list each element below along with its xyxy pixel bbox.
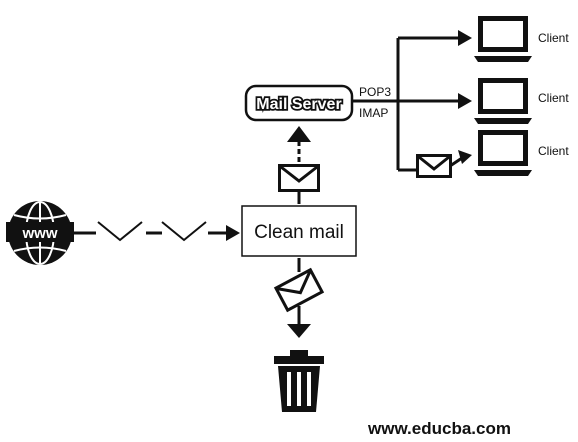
incoming-mail-line <box>74 221 228 242</box>
client-label-1: Client <box>538 31 569 45</box>
laptop-icon <box>474 16 532 62</box>
protocol-imap: IMAP <box>359 106 388 120</box>
envelope-icon <box>273 267 325 313</box>
clean-mail-label: Clean mail <box>254 222 344 243</box>
client-label-2: Client <box>538 91 569 105</box>
arrow-down-to-trash <box>287 324 311 338</box>
clean-mail-box <box>241 205 357 257</box>
laptop-icon <box>474 78 532 124</box>
laptop-icon <box>474 130 532 176</box>
arrow-to-client-2 <box>458 93 472 109</box>
arrow-up-to-server <box>287 126 311 142</box>
arrow-into-clean-mail <box>226 225 240 241</box>
mail-server-label: Mail Server <box>256 96 341 113</box>
client-branch-lines <box>352 36 463 172</box>
trash-icon <box>274 350 324 412</box>
arrow-to-client-1 <box>458 30 472 46</box>
www-label: www <box>21 225 57 242</box>
globe-icon: www <box>6 201 74 265</box>
envelope-icon <box>416 154 452 178</box>
protocol-pop3: POP3 <box>359 85 391 99</box>
footer-url: www.educba.com <box>367 419 511 438</box>
mail-server-box <box>244 84 354 122</box>
client-label-3: Client <box>538 144 569 158</box>
arrow-to-client-3 <box>458 150 472 164</box>
envelope-icon <box>278 164 320 192</box>
